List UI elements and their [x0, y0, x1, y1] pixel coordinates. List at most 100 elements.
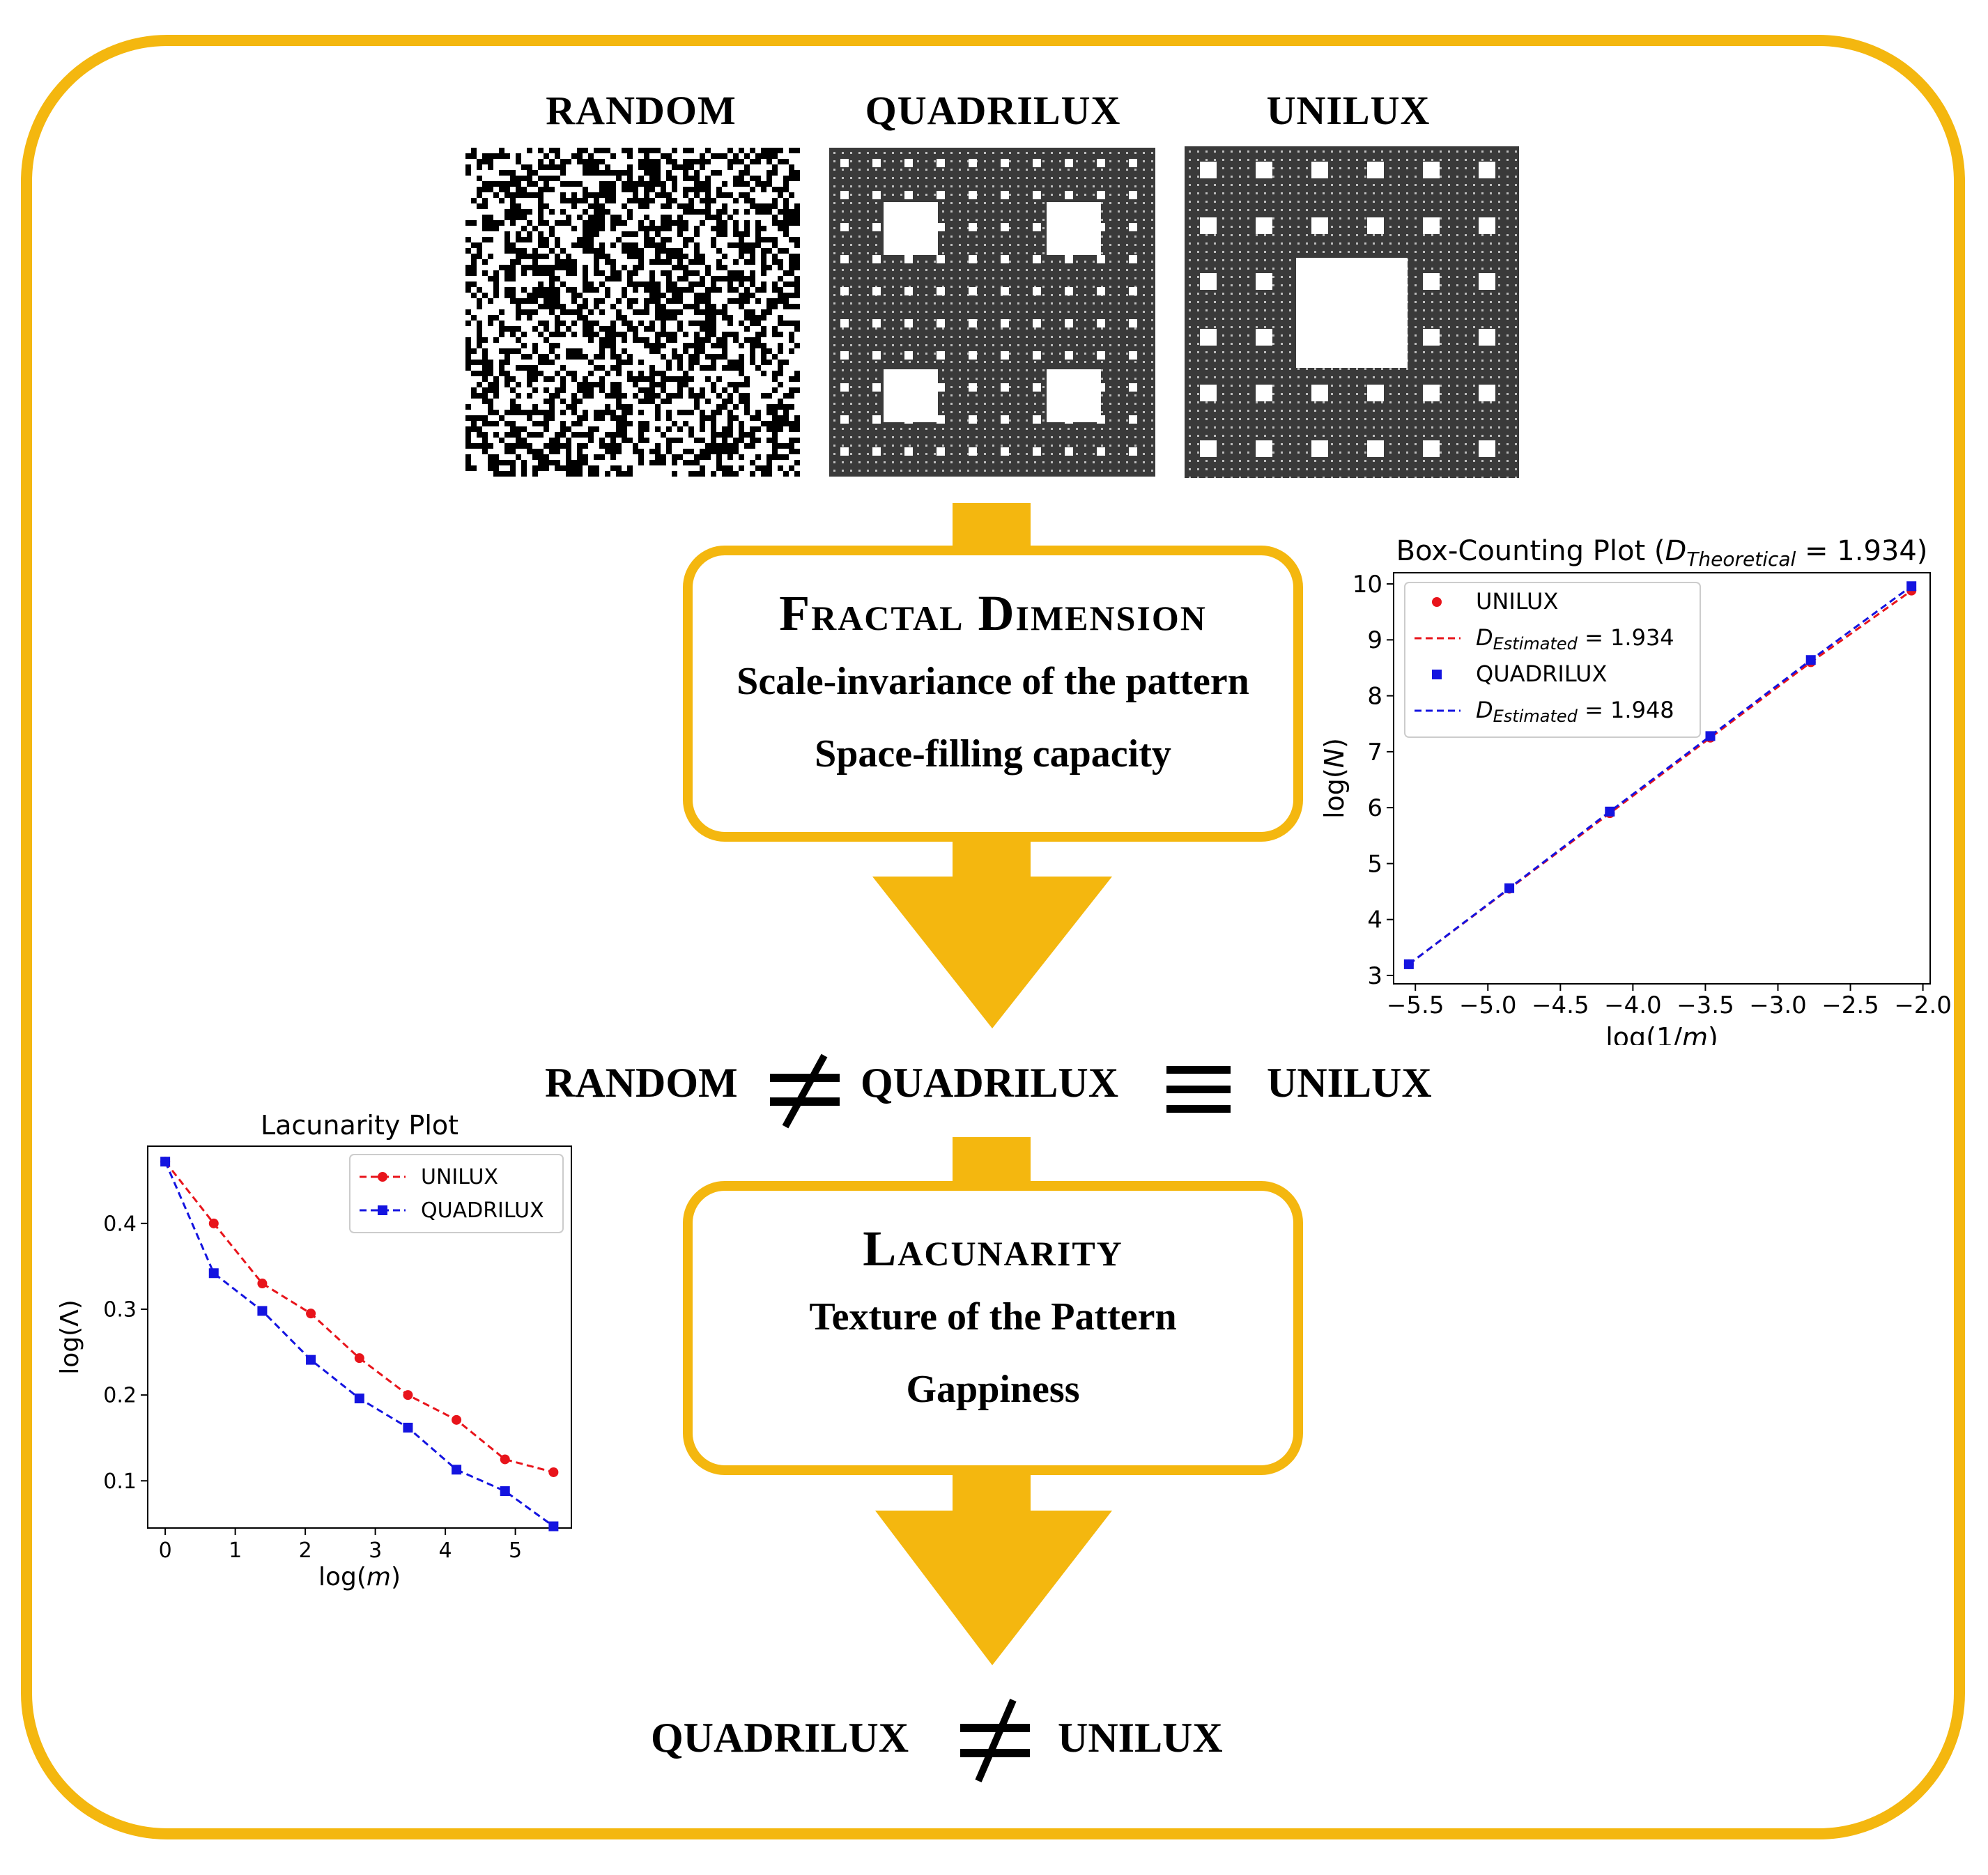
x-tick-label: −3.5 [1677, 991, 1734, 1019]
connector-middle [953, 1137, 1031, 1186]
lacunarity-line-1: Texture of the Pattern [809, 1295, 1177, 1338]
pattern-title-quadrilux: QUADRILUX [865, 88, 1121, 133]
fractal-dimension-box: Fractal Dimension Scale-invariance of th… [683, 546, 1303, 842]
comparison2-right: UNILUX [1058, 1715, 1223, 1761]
legend-marker [378, 1205, 387, 1215]
data-point-quadrilux [1403, 959, 1414, 969]
y-axis-label: log(N) [1319, 738, 1350, 819]
arrow2-head [875, 1511, 1112, 1665]
data-point-unilux [354, 1353, 364, 1364]
lacunarity-box: Lacunarity Texture of the Pattern Gappin… [683, 1181, 1303, 1475]
arrow2-stem [953, 1470, 1031, 1512]
data-point-quadrilux [1906, 581, 1917, 592]
fractal-line-1: Scale-invariance of the pattern [737, 660, 1249, 703]
x-tick-label: 4 [439, 1538, 452, 1563]
x-tick-label: 0 [159, 1538, 172, 1563]
y-tick-label: 9 [1367, 626, 1382, 654]
fractal-dimension-title: Fractal Dimension [779, 585, 1207, 641]
y-tick-label: 0.1 [103, 1469, 137, 1494]
data-point-quadrilux [403, 1422, 413, 1433]
legend-fit-label: DEstimated = 1.948 [1476, 697, 1674, 726]
x-tick-label: −2.0 [1894, 991, 1952, 1019]
x-tick-label: −3.0 [1749, 991, 1807, 1019]
outer-frame [21, 35, 1965, 1839]
data-point-unilux [452, 1414, 462, 1425]
x-tick-label: 2 [299, 1538, 312, 1563]
x-tick-label: 5 [509, 1538, 522, 1563]
data-point-quadrilux [1805, 655, 1816, 665]
box-counting-chart: −5.5 −5.0 −4.5 −4.0 −3.5 −3.0 −2.5 −2.0 3 4 5 6 7 8 9 1… [1319, 535, 1952, 1045]
not-equal-icon [770, 1054, 840, 1129]
arrow1-stem [953, 836, 1031, 878]
pattern-title-unilux: UNILUX [1266, 88, 1431, 133]
comparison1-middle: QUADRILUX [861, 1060, 1119, 1106]
data-point-quadrilux [452, 1465, 462, 1475]
data-point-unilux [208, 1218, 219, 1228]
y-tick-label: 0.2 [103, 1384, 137, 1408]
x-tick-label: −4.5 [1532, 991, 1589, 1019]
legend-label: UNILUX [421, 1165, 498, 1189]
legend-marker [1432, 597, 1442, 607]
y-tick-label: 6 [1367, 794, 1382, 822]
legend-marker [1432, 670, 1442, 679]
chart-title: Box-Counting Plot (DTheoretical = 1.934) [1396, 535, 1928, 571]
comparison1-right: UNILUX [1267, 1060, 1432, 1106]
data-point-quadrilux [1504, 883, 1515, 893]
unilux-pattern-image [1185, 146, 1519, 478]
legend-label: QUADRILUX [421, 1198, 544, 1223]
arrow1-head [872, 877, 1112, 1028]
identical-icon [1166, 1066, 1231, 1113]
data-point-quadrilux [1705, 731, 1716, 741]
lacunarity-chart: 0 1 2 3 4 5 0.1 0.2 0.3 0.4 Lacunarity Plot log(m) l… [56, 1110, 572, 1591]
y-axis-label: log(Λ) [56, 1299, 84, 1375]
data-point-unilux [403, 1390, 413, 1401]
lacunarity-title: Lacunarity [863, 1221, 1123, 1276]
x-axis-label: log(1/m) [1605, 1022, 1718, 1045]
fractal-line-2: Space-filling capacity [815, 732, 1171, 776]
x-tick-label: 1 [229, 1538, 242, 1563]
x-tick-label: −2.5 [1821, 991, 1879, 1019]
lacunarity-line-2: Gappiness [906, 1368, 1080, 1411]
chart-title: Lacunarity Plot [261, 1110, 459, 1141]
y-tick-label: 8 [1367, 682, 1382, 710]
y-tick-label: 0.3 [103, 1297, 137, 1322]
x-tick-label: −5.0 [1459, 991, 1517, 1019]
data-point-quadrilux [1605, 806, 1615, 817]
data-point-quadrilux [548, 1521, 559, 1531]
not-equal-icon [960, 1699, 1030, 1782]
x-tick-label: −4.0 [1604, 991, 1662, 1019]
data-point-unilux [500, 1454, 510, 1465]
pattern-title-random: RANDOM [546, 88, 737, 133]
x-tick-label: −5.5 [1387, 991, 1444, 1019]
connector-top [953, 503, 1031, 552]
data-point-quadrilux [500, 1486, 510, 1497]
series-line-quadrilux [1408, 585, 1913, 966]
x-axis-label: log(m) [318, 1563, 401, 1591]
x-tick-label: 3 [369, 1538, 382, 1563]
quadrilux-pattern-image [829, 148, 1155, 477]
data-point-unilux [306, 1309, 316, 1319]
y-tick-label: 7 [1367, 739, 1382, 766]
y-tick-label: 4 [1367, 906, 1382, 934]
y-tick-label: 10 [1353, 571, 1382, 599]
data-point-quadrilux [257, 1306, 268, 1316]
data-point-quadrilux [208, 1268, 219, 1279]
data-point-quadrilux [160, 1157, 171, 1167]
legend-label: QUADRILUX [1476, 661, 1607, 687]
y-tick-label: 3 [1367, 962, 1382, 990]
data-point-quadrilux [306, 1355, 316, 1365]
legend-label: UNILUX [1476, 588, 1558, 615]
data-point-unilux [548, 1467, 559, 1477]
legend-marker [378, 1172, 387, 1182]
legend: UNILUX QUADRILUX [349, 1154, 564, 1233]
y-tick-label: 0.4 [103, 1212, 137, 1236]
data-point-unilux [257, 1279, 268, 1289]
data-point-quadrilux [354, 1394, 364, 1404]
random-pattern-image [465, 148, 800, 477]
y-tick-label: 5 [1367, 850, 1382, 878]
comparison2-left: QUADRILUX [651, 1715, 909, 1761]
legend-fit-label: DEstimated = 1.934 [1476, 624, 1674, 654]
comparison1-left: RANDOM [545, 1060, 738, 1106]
